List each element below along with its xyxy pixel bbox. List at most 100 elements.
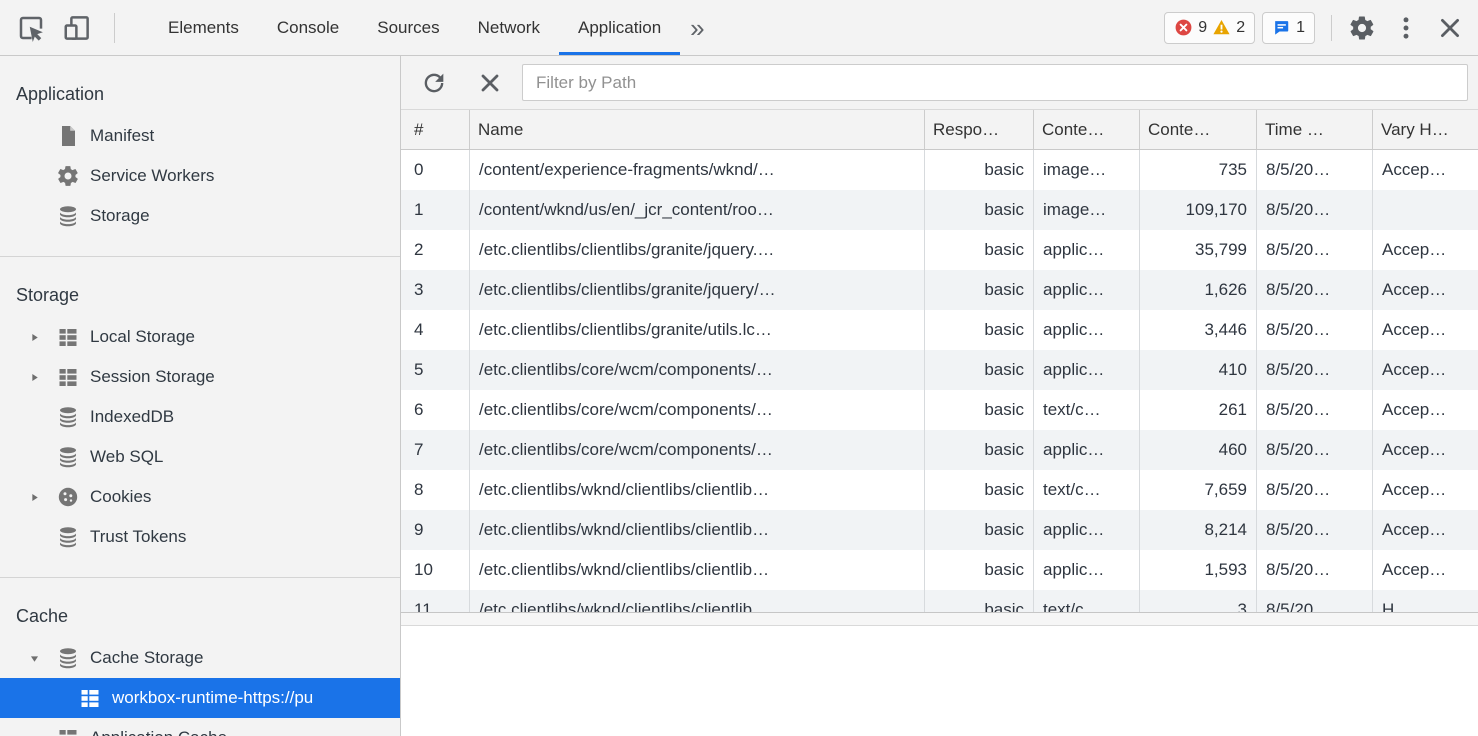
console-errors-warnings-badge[interactable]: 9 2 [1164, 11, 1256, 44]
cell-num: 10 [401, 550, 470, 590]
device-toolbar-icon[interactable] [62, 13, 92, 43]
sidebar-item-cookies[interactable]: Cookies [0, 477, 400, 517]
cell-response_type: basic [925, 230, 1034, 270]
table-row[interactable]: 1/content/wknd/us/en/_jcr_content/roo…ba… [401, 190, 1478, 230]
table-row[interactable]: 11/etc.clientlibs/wknd/clientlibs/client… [401, 590, 1478, 612]
column-header-time_cached[interactable]: Time … [1257, 110, 1373, 149]
cell-num: 9 [401, 510, 470, 550]
column-header-content_length[interactable]: Conte… [1140, 110, 1257, 149]
sidebar-item-session-storage[interactable]: Session Storage [0, 357, 400, 397]
sidebar-item-application-cache[interactable]: Application Cache [0, 718, 400, 736]
table-row[interactable]: 8/etc.clientlibs/wknd/clientlibs/clientl… [401, 470, 1478, 510]
cell-vary_header: Accep… [1382, 400, 1447, 419]
cell-name: /etc.clientlibs/wknd/clientlibs/clientli… [470, 590, 925, 612]
cell-time_cached: 8/5/20… [1257, 590, 1373, 612]
table-row[interactable]: 0/content/experience-fragments/wknd/…bas… [401, 150, 1478, 190]
cell-content_length: 3 [1140, 590, 1257, 612]
sidebar-item-local-storage[interactable]: Local Storage [0, 317, 400, 357]
column-header-vary_header[interactable]: Vary H… [1381, 119, 1449, 139]
tab-strip: Elements Console Sources Network Application [149, 0, 681, 55]
collapsed-arrow-icon[interactable] [28, 329, 56, 345]
sidebar-item-label: workbox-runtime-https://pu [112, 688, 314, 707]
sidebar-item-cache-storage[interactable]: Cache Storage [0, 638, 400, 678]
column-header-num[interactable]: # [401, 110, 470, 149]
column-header-response_type[interactable]: Respo… [925, 110, 1034, 149]
column-header-content_type[interactable]: Conte… [1034, 110, 1140, 149]
cell-time_cached: 8/5/20… [1257, 190, 1373, 230]
warning-icon [1212, 18, 1231, 37]
table-row[interactable]: 2/etc.clientlibs/clientlibs/granite/jque… [401, 230, 1478, 270]
sidebar-item-label: Local Storage [90, 327, 195, 346]
tab-elements[interactable]: Elements [168, 17, 239, 37]
cell-content_type: text/c… [1034, 470, 1140, 510]
table-row[interactable]: 6/etc.clientlibs/core/wcm/components/…ba… [401, 390, 1478, 430]
sidebar-item-label: Trust Tokens [90, 527, 187, 546]
more-menu-icon[interactable] [1392, 14, 1420, 42]
table-icon [56, 726, 80, 736]
toolbar-right-controls: 9 2 1 [1157, 0, 1464, 55]
cell-content_type: applic… [1034, 550, 1140, 590]
table-row[interactable]: 7/etc.clientlibs/core/wcm/components/…ba… [401, 430, 1478, 470]
table-row[interactable]: 5/etc.clientlibs/core/wcm/components/…ba… [401, 350, 1478, 390]
tab-console[interactable]: Console [276, 17, 340, 37]
table-row[interactable]: 3/etc.clientlibs/clientlibs/granite/jque… [401, 270, 1478, 310]
cache-toolbar [401, 56, 1478, 110]
filter-by-path-input[interactable] [522, 64, 1468, 101]
tab-network[interactable]: Network [477, 17, 540, 37]
sidebar-item-label: Storage [90, 206, 150, 225]
sidebar-item-indexeddb[interactable]: IndexedDB [0, 397, 400, 437]
cell-content_type: applic… [1034, 310, 1140, 350]
database-icon [56, 445, 80, 469]
inspect-icon[interactable] [16, 13, 46, 43]
cell-time_cached: 8/5/20… [1257, 550, 1373, 590]
tab-sources[interactable]: Sources [377, 17, 440, 37]
sidebar-item-trust-tokens[interactable]: Trust Tokens [0, 517, 400, 557]
cell-content_type: applic… [1034, 510, 1140, 550]
cell-time_cached: 8/5/20… [1257, 510, 1373, 550]
delete-selected-icon[interactable] [476, 69, 504, 97]
cell-response_type: basic [925, 310, 1034, 350]
cell-vary_header: Accep… [1382, 280, 1447, 299]
cell-name: /etc.clientlibs/core/wcm/components/… [470, 390, 925, 430]
settings-icon[interactable] [1348, 14, 1376, 42]
sidebar-item-workbox-runtime-https-pu[interactable]: workbox-runtime-https://pu [0, 678, 400, 718]
refresh-icon[interactable] [420, 69, 448, 97]
table-row[interactable]: 9/etc.clientlibs/wknd/clientlibs/clientl… [401, 510, 1478, 550]
sidebar-item-manifest[interactable]: Manifest [0, 116, 400, 156]
issues-badge[interactable]: 1 [1262, 11, 1315, 44]
cell-vary_header: Accep… [1382, 560, 1447, 579]
section-title: Cache [16, 605, 69, 626]
cell-content_type: text/c… [1034, 590, 1140, 612]
cell-time_cached: 8/5/20… [1257, 470, 1373, 510]
cell-content_length: 735 [1140, 150, 1257, 190]
close-icon[interactable] [1436, 14, 1464, 42]
collapsed-arrow-icon[interactable] [28, 489, 56, 505]
error-count: 9 [1198, 18, 1208, 36]
cell-content_length: 109,170 [1140, 190, 1257, 230]
sidebar-item-storage[interactable]: Storage [0, 196, 400, 236]
more-tabs-icon[interactable]: » [690, 12, 705, 43]
cell-response_type: basic [925, 430, 1034, 470]
horizontal-scrollbar[interactable] [401, 612, 1478, 626]
cell-content_type: applic… [1034, 230, 1140, 270]
document-icon [56, 124, 80, 148]
cell-num: 5 [401, 350, 470, 390]
devtools-main-toolbar: Elements Console Sources Network Application… [0, 0, 1478, 56]
column-header-name[interactable]: Name [470, 110, 925, 149]
sidebar-item-label: Session Storage [90, 367, 215, 386]
collapsed-arrow-icon[interactable] [28, 369, 56, 385]
tab-application[interactable]: Application [558, 0, 681, 55]
gear-icon [56, 164, 80, 188]
cell-vary_header: Accep… [1382, 480, 1447, 499]
cell-content_type: image… [1034, 190, 1140, 230]
table-row[interactable]: 4/etc.clientlibs/clientlibs/granite/util… [401, 310, 1478, 350]
sidebar-item-web-sql[interactable]: Web SQL [0, 437, 400, 477]
sidebar-item-service-workers[interactable]: Service Workers [0, 156, 400, 196]
cache-entry-preview-pane [401, 626, 1478, 736]
expanded-arrow-icon[interactable] [28, 650, 56, 666]
table-row[interactable]: 10/etc.clientlibs/wknd/clientlibs/client… [401, 550, 1478, 590]
